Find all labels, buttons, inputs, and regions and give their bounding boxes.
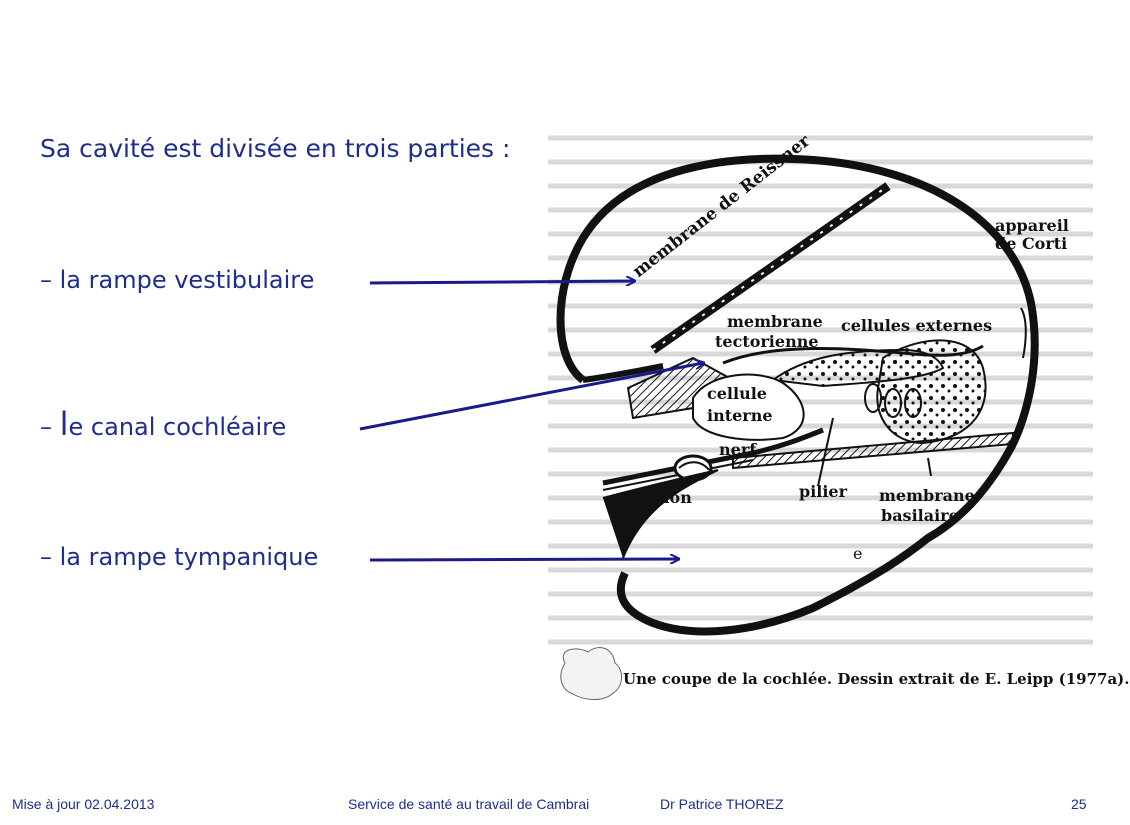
- bullet-text: rampe tympanique: [81, 543, 319, 571]
- bullet-text: e canal cochléaire: [68, 413, 287, 441]
- bullet-dash: –: [40, 543, 52, 571]
- label-membrane-tectorienne-1: membrane: [727, 312, 823, 331]
- label-appareil: appareil: [995, 216, 1069, 235]
- figure-caption: Une coupe de la cochlée. Dessin extrait …: [623, 670, 1130, 688]
- label-pilier: pilier: [799, 482, 848, 501]
- label-cellules-externes: cellules externes: [841, 316, 993, 335]
- bullet-word: l: [59, 405, 69, 443]
- slide: Sa cavité est divisée en trois parties :…: [12, 118, 1130, 812]
- organ-of-corti: [876, 339, 987, 445]
- cochlea-outer-wall: [556, 154, 1039, 636]
- nerve-fibers: [602, 427, 824, 486]
- footer-author: Dr Patrice THOREZ: [660, 796, 784, 812]
- label-ganglion: ganglion: [613, 488, 692, 507]
- label-de-corti: de Corti: [995, 234, 1068, 253]
- bullet-dash: –: [40, 266, 52, 294]
- label-membrane-basilaire-2: basilaire: [881, 506, 959, 525]
- cochlea-drawing: [548, 135, 1093, 700]
- caption-blob: [560, 647, 622, 700]
- cochlea-figure: membrane de Reissner appareil de Corti m…: [543, 118, 1130, 704]
- footer-date: Mise à jour 02.04.2013: [12, 796, 155, 812]
- bullet-canal-cochleaire: – le canal cochléaire: [40, 405, 286, 443]
- label-e: e: [853, 544, 863, 563]
- bullet-dash: –: [40, 413, 52, 441]
- bullet-word: la: [59, 266, 82, 294]
- label-membrane-basilaire-1: membrane: [879, 486, 975, 505]
- page-number: 25: [1071, 796, 1087, 812]
- slide-heading: Sa cavité est divisée en trois parties :: [40, 134, 511, 163]
- label-membrane-tectorienne-2: tectorienne: [715, 332, 819, 351]
- bullet-rampe-vestibulaire: – la rampe vestibulaire: [40, 266, 314, 294]
- label-cellule: cellule: [707, 384, 767, 403]
- label-interne: interne: [707, 406, 773, 425]
- bullet-rampe-tympanique: – la rampe tympanique: [40, 543, 318, 571]
- bullet-text: rampe vestibulaire: [81, 266, 315, 294]
- bullet-word: la: [59, 543, 82, 571]
- footer-service: Service de santé au travail de Cambrai: [348, 796, 590, 812]
- reissner-membrane-line: [650, 182, 891, 354]
- label-nerf: nerf: [719, 440, 757, 459]
